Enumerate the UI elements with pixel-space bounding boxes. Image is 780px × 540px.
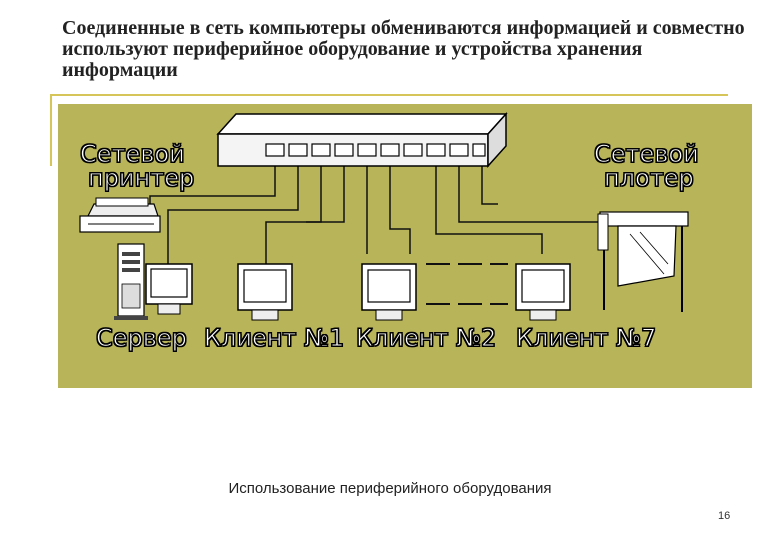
figure-caption: Использование периферийного оборудования bbox=[228, 480, 552, 497]
title-side-rule bbox=[50, 94, 52, 166]
printer-icon bbox=[79, 197, 161, 233]
network-diagram-graphics bbox=[79, 112, 689, 321]
page-number: 16 bbox=[718, 510, 731, 522]
network-plotter-label-line2: плотер bbox=[604, 164, 695, 192]
server-icon bbox=[114, 243, 148, 320]
network-plotter-label-line1: Сетевой bbox=[594, 140, 700, 168]
cable-client1 bbox=[265, 166, 322, 264]
client1-label: Клиент №1 bbox=[203, 324, 345, 352]
client2-monitor-icon bbox=[361, 263, 417, 321]
server-monitor-icon bbox=[145, 263, 193, 315]
plotter-icon bbox=[597, 211, 689, 312]
client1-monitor-icon bbox=[237, 263, 293, 321]
slide-title: Соединенные в сеть компьютеры обменивают… bbox=[62, 17, 745, 81]
cable-extra bbox=[306, 166, 345, 223]
title-underline bbox=[50, 94, 728, 96]
client2-label: Клиент №2 bbox=[355, 324, 497, 352]
client7-monitor-icon bbox=[515, 263, 571, 321]
server-label: Сервер bbox=[96, 324, 188, 352]
network-diagram: Сетевой принтер Сетевой плотер Сервер Кл… bbox=[58, 104, 752, 388]
ellipsis-dashes bbox=[426, 263, 508, 305]
client7-label: Клиент №7 bbox=[515, 324, 657, 352]
cable-client7 bbox=[435, 166, 543, 254]
network-printer-label-line2: принтер bbox=[87, 164, 195, 192]
cable-server bbox=[167, 166, 299, 264]
network-cables bbox=[149, 166, 637, 264]
cable-mid bbox=[389, 166, 411, 254]
network-printer-label-line1: Сетевой bbox=[80, 140, 186, 168]
network-hub-icon bbox=[216, 112, 508, 168]
